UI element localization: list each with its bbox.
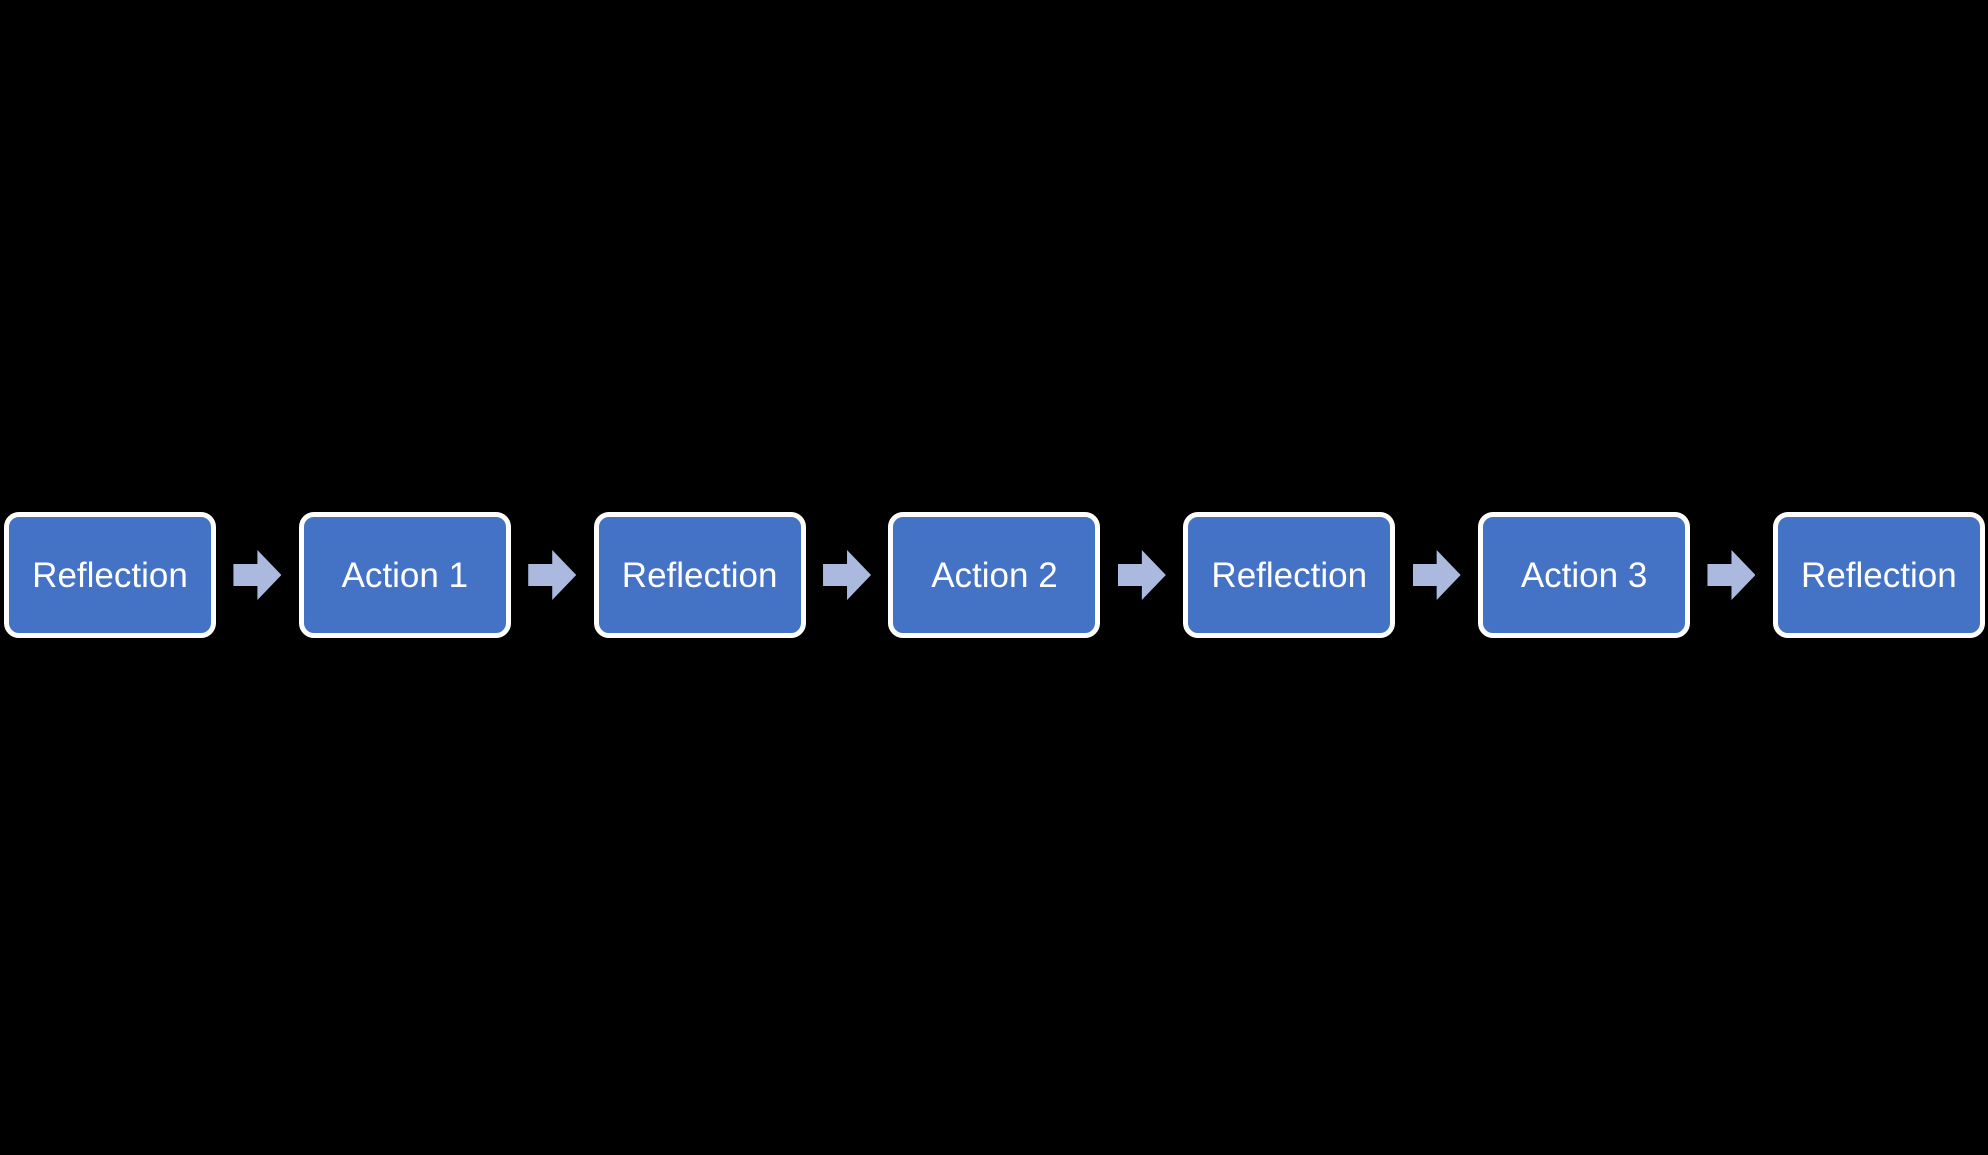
flow-node-label: Action 3	[1520, 555, 1648, 595]
flow-node-reflection-4: Reflection	[1772, 512, 1985, 638]
right-arrow-icon	[1707, 550, 1756, 600]
flow-node-label: Reflection	[621, 555, 778, 595]
flow-node-reflection-2: Reflection	[593, 512, 806, 638]
flow-node-label: Action 1	[341, 555, 469, 595]
flow-node-reflection-3: Reflection	[1183, 512, 1396, 638]
flow-node-action-3: Action 3	[1478, 512, 1691, 638]
flow-node-reflection-1: Reflection	[4, 512, 216, 638]
right-arrow-icon	[233, 550, 282, 600]
flow-band: Reflection Action 1 Reflection Action 2 …	[0, 512, 1988, 638]
flow-node-action-1: Action 1	[298, 512, 511, 638]
right-arrow-icon	[823, 550, 872, 600]
flow-node-label: Reflection	[32, 555, 188, 595]
flow-node-action-2: Action 2	[888, 512, 1101, 638]
right-arrow-icon	[528, 550, 577, 600]
flow-node-label: Reflection	[1211, 555, 1368, 595]
flow-node-label: Action 2	[931, 555, 1058, 595]
right-arrow-icon	[1117, 550, 1166, 600]
right-arrow-icon	[1412, 550, 1461, 600]
flow-node-label: Reflection	[1801, 555, 1957, 595]
